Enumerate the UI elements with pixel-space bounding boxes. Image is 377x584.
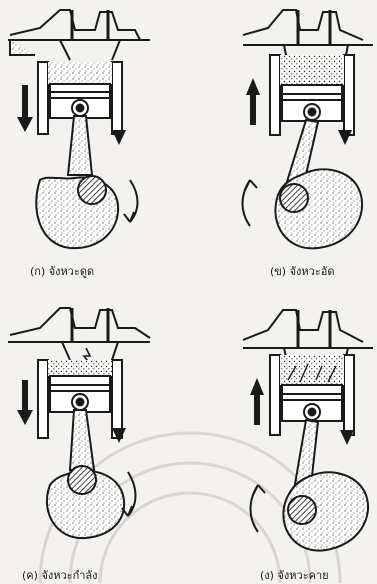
panel-compression: (ข) จังหวะอัด <box>188 0 377 290</box>
caption-power: (ค) จังหวะกำลัง <box>22 566 98 584</box>
panel-power: (ค) จังหวะกำลัง <box>0 300 188 583</box>
intake-stroke-diagram <box>0 0 188 290</box>
exhaust-stroke-diagram <box>188 300 377 583</box>
power-stroke-diagram <box>0 300 188 583</box>
caption-compression: (ข) จังหวะอัด <box>270 262 335 280</box>
caption-exhaust: (ง) จังหวะคาย <box>260 566 329 584</box>
panel-exhaust: (ง) จังหวะคาย <box>188 300 377 583</box>
panel-intake: (ก) จังหวะดูด <box>0 0 188 290</box>
compression-stroke-diagram <box>188 0 377 290</box>
caption-intake: (ก) จังหวะดูด <box>30 262 94 280</box>
